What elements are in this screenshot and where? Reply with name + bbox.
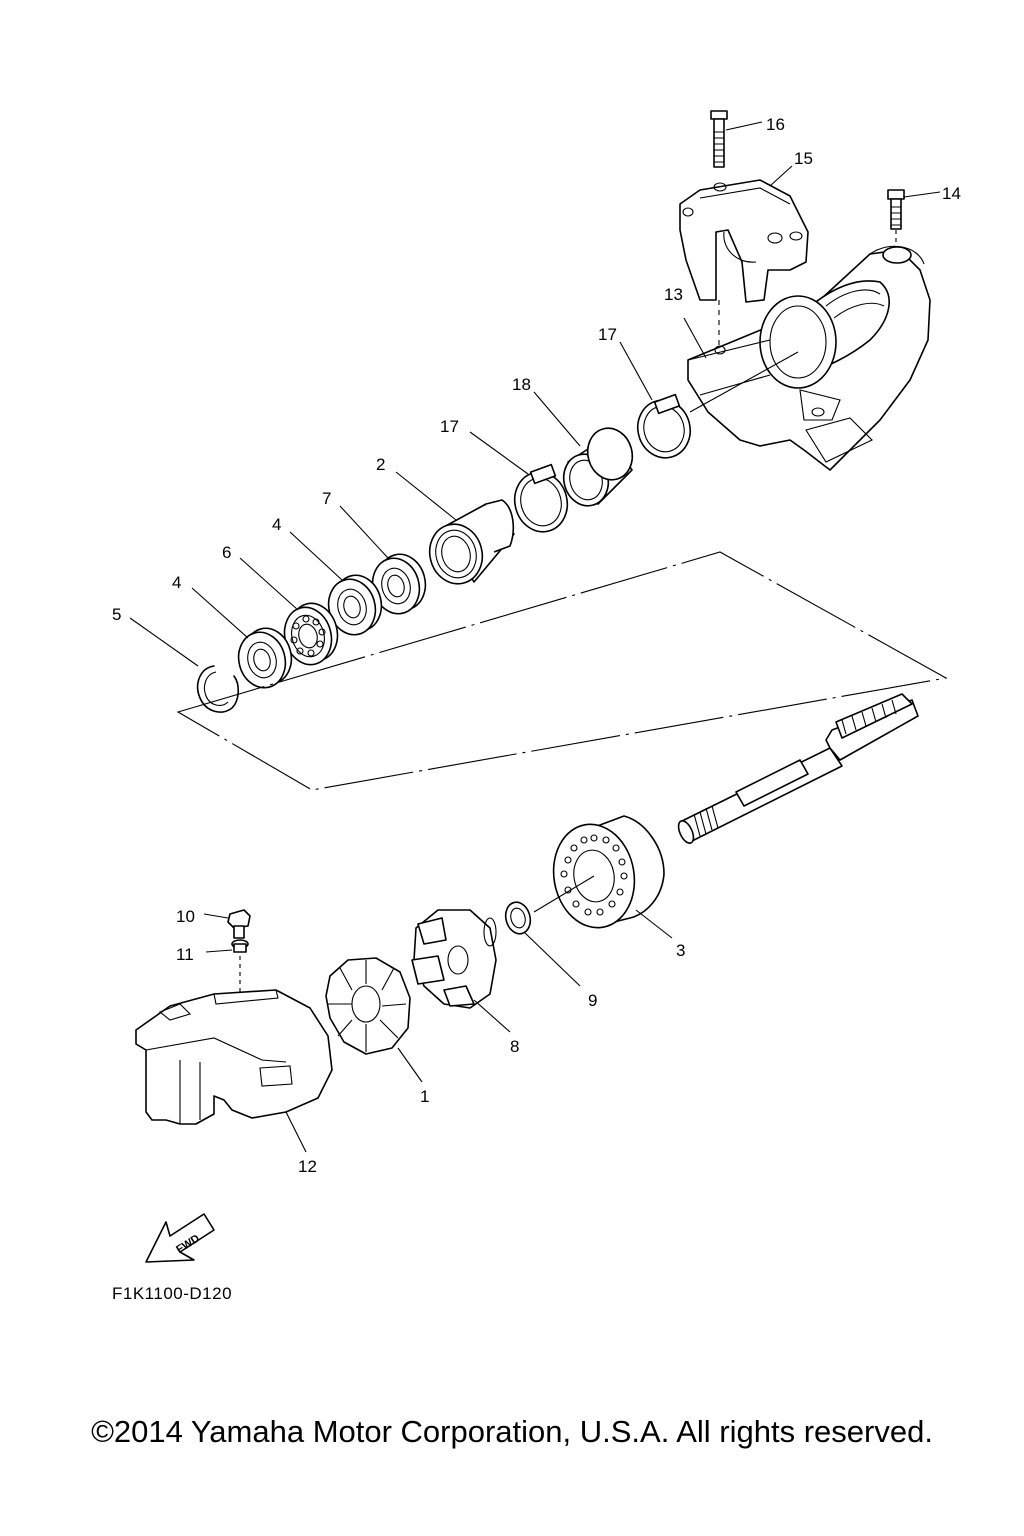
part-4-bearing-lower [237,627,293,689]
part-13-housing [687,245,931,471]
copyright-notice: ©2014 Yamaha Motor Corporation, U.S.A. A… [91,1414,933,1449]
callout-9: 9 [588,991,597,1010]
callout-15: 15 [794,149,813,168]
part-1-damper [325,957,411,1055]
part-14-bolt [887,189,905,230]
callout-5: 5 [112,605,121,624]
callout-10: 10 [176,907,195,926]
part-15-bearing-cap [679,179,809,303]
callout-11: 11 [176,945,194,964]
callout-12: 12 [298,1157,317,1176]
assembly-boundary [176,551,948,791]
callout-18: 18 [512,375,531,394]
part-8-coupler [411,909,497,1009]
part-3-coupling [552,815,665,929]
part-7-bearing [371,553,427,615]
part-17-hose-clamp-lower [513,463,569,533]
part-12-coupling-cover [135,989,333,1125]
part-11-washer [231,939,249,953]
drive-shaft [677,693,919,844]
callout-14: 14 [942,184,961,203]
part-10-bolt [227,909,251,939]
callout-2: 2 [376,455,385,474]
fwd-direction-arrow: FWD [145,1213,215,1263]
part-9-washer [504,901,532,935]
part-17-hose-clamp-upper [636,393,692,459]
callout-3: 3 [676,941,685,960]
callout-8: 8 [510,1037,519,1056]
callout-16: 16 [766,115,785,134]
part-18-sleeve [562,427,634,507]
part-4-bearing-upper [327,574,383,636]
drawing-code: F1K1100-D120 [112,1284,233,1303]
callout-17-upper: 17 [598,325,617,344]
callout-4-upper: 4 [272,515,281,534]
part-6-ball-bearing [283,602,339,666]
callout-6: 6 [222,543,231,562]
callout-4-lower: 4 [172,573,181,592]
callout-1: 1 [420,1087,429,1106]
callout-13: 13 [664,285,683,304]
part-2-bearing-housing [428,499,515,585]
callout-17-lower: 17 [440,417,459,436]
part-5-circlip [196,665,240,713]
callout-7: 7 [322,489,331,508]
part-16-bolt [710,110,728,168]
